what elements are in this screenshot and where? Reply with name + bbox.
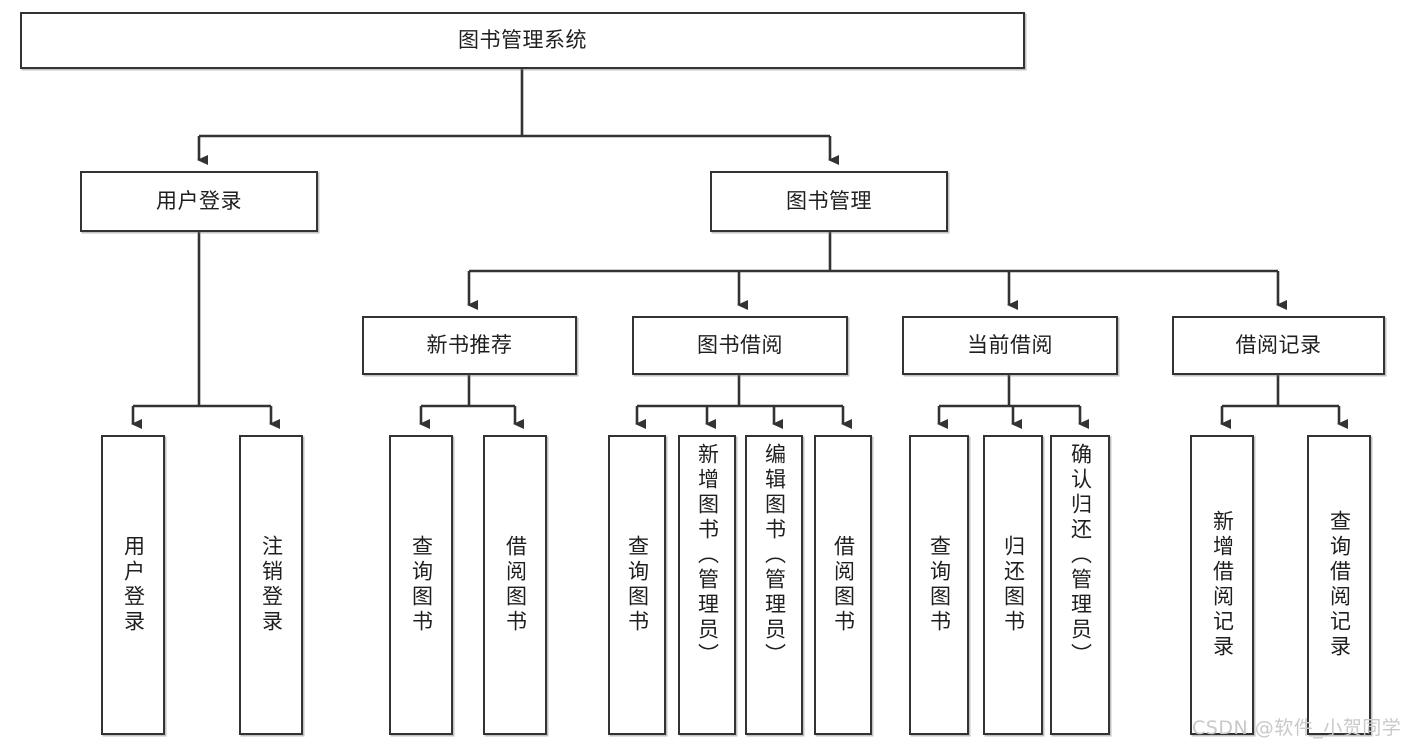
leaf-query-book-2[interactable]: 查询图书	[608, 435, 666, 735]
node-root[interactable]: 图书管理系统	[20, 12, 1025, 69]
node-new-book-recommend-label: 新书推荐	[426, 332, 513, 357]
node-current-borrow-label: 当前借阅	[967, 332, 1053, 357]
leaf-query-book-2-label: 查询图书	[625, 535, 650, 635]
node-book-manage[interactable]: 图书管理	[710, 171, 948, 232]
leaf-edit-book[interactable]: 编辑图书（管理员）	[745, 435, 803, 735]
csdn-watermark: CSDN @软件_小贺同学	[1192, 717, 1402, 739]
leaf-borrow-book-1-label: 借阅图书	[503, 535, 528, 635]
leaf-user-login-label: 用户登录	[121, 535, 146, 635]
leaf-return-book[interactable]: 归还图书	[983, 435, 1043, 735]
leaf-add-record[interactable]: 新增借阅记录	[1190, 435, 1254, 735]
leaf-add-book[interactable]: 新增图书（管理员）	[678, 435, 736, 735]
node-book-borrow-label: 图书借阅	[697, 332, 783, 357]
node-root-label: 图书管理系统	[458, 27, 587, 52]
leaf-query-record[interactable]: 查询借阅记录	[1307, 435, 1371, 735]
node-user-login-label: 用户登录	[156, 188, 242, 213]
leaf-return-book-label: 归还图书	[1001, 535, 1026, 635]
leaf-logout[interactable]: 注销登录	[239, 435, 303, 735]
leaf-edit-book-label: 编辑图书（管理员）	[762, 443, 787, 668]
node-borrow-record[interactable]: 借阅记录	[1172, 316, 1385, 375]
leaf-add-book-label: 新增图书（管理员）	[695, 443, 720, 668]
leaf-borrow-book-1[interactable]: 借阅图书	[483, 435, 547, 735]
leaf-user-login[interactable]: 用户登录	[101, 435, 165, 735]
node-current-borrow[interactable]: 当前借阅	[902, 316, 1118, 375]
leaf-borrow-book-2-label: 借阅图书	[831, 535, 856, 635]
leaf-query-book-1[interactable]: 查询图书	[389, 435, 453, 735]
leaf-query-book-3-label: 查询图书	[927, 535, 952, 635]
leaf-query-record-label: 查询借阅记录	[1327, 510, 1352, 660]
leaf-borrow-book-2[interactable]: 借阅图书	[814, 435, 872, 735]
node-user-login[interactable]: 用户登录	[80, 171, 318, 232]
leaf-confirm-return-label: 确认归还（管理员）	[1068, 443, 1093, 668]
leaf-logout-label: 注销登录	[259, 535, 284, 635]
leaf-query-book-3[interactable]: 查询图书	[909, 435, 969, 735]
leaf-confirm-return[interactable]: 确认归还（管理员）	[1050, 435, 1110, 735]
node-borrow-record-label: 借阅记录	[1235, 332, 1322, 357]
node-book-manage-label: 图书管理	[786, 188, 872, 213]
node-new-book-recommend[interactable]: 新书推荐	[362, 316, 577, 375]
leaf-add-record-label: 新增借阅记录	[1210, 510, 1235, 660]
leaf-query-book-1-label: 查询图书	[409, 535, 434, 635]
node-book-borrow[interactable]: 图书借阅	[632, 316, 848, 375]
